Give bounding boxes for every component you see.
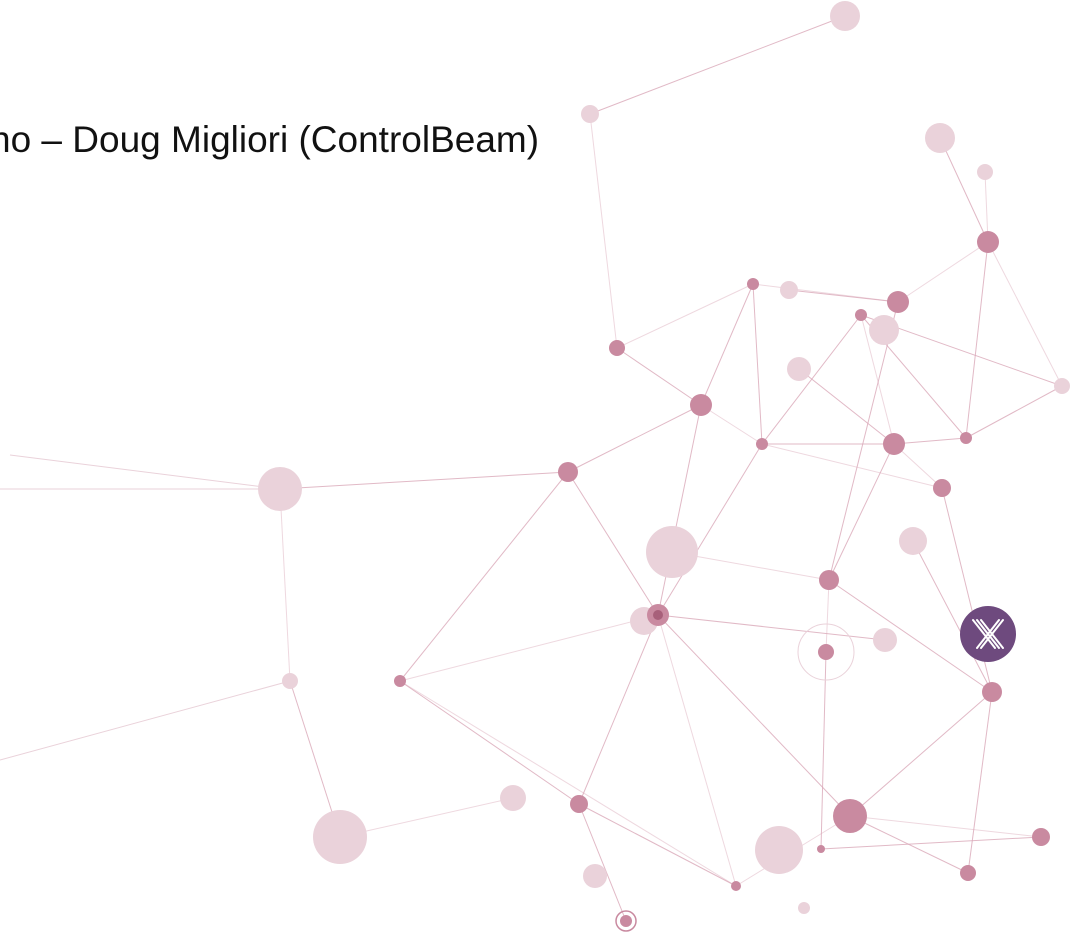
network-edge [849,691,993,817]
network-node [855,309,867,321]
network-edge [339,797,514,838]
network-edge [399,471,569,682]
network-node [731,881,741,891]
network-node [899,527,927,555]
x-logo-icon [960,606,1016,662]
network-edge [788,289,899,303]
network-edge [289,680,341,838]
network-edge [279,488,291,682]
network-edge [578,803,627,922]
network-edge [616,347,702,406]
network-edge [987,241,1063,387]
network-node [570,795,588,813]
network-edge [761,443,943,489]
network-edge [657,443,763,616]
network-edge [279,471,569,490]
network-node [977,231,999,253]
network-edge [589,15,846,115]
network-edge [965,241,989,439]
network-edge [967,691,993,874]
network-edge [798,368,895,445]
bullet-line-speaker: no – Doug Migliori (ControlBeam) [0,119,540,160]
network-node [887,291,909,313]
network-edge [567,404,702,473]
network-node [833,799,867,833]
network-edge [820,836,1042,850]
network-edge [984,171,989,243]
network-edge [828,301,899,581]
network-edge [399,680,580,805]
network-edge [567,471,659,616]
network-node [609,340,625,356]
network-edge [657,614,737,887]
network-node [583,864,607,888]
network-edge [671,551,830,581]
network-node [282,673,298,689]
network-edge [9,454,281,490]
network-edge [657,614,886,641]
network-node [1054,378,1070,394]
network-edge [657,614,851,817]
network-node [500,785,526,811]
network-node [925,123,955,153]
network-node [830,1,860,31]
network-edge [893,437,967,445]
network-node [615,910,637,932]
network-node [690,394,712,416]
network-node [581,105,599,123]
network-edge [825,579,830,653]
network-edge [657,404,702,616]
network-node [653,610,663,620]
network-node [558,462,578,482]
network-nodes [258,1,1070,932]
network-edge [752,283,763,445]
network-node [883,433,905,455]
network-node [869,315,899,345]
network-node [755,826,803,874]
network-node [982,682,1002,702]
network-node [933,479,951,497]
network-edge [965,385,1063,439]
network-node [960,432,972,444]
network-node [394,675,406,687]
network-node [798,902,810,914]
network-node [258,467,302,511]
network-edge [616,283,754,349]
network-edge [939,137,989,243]
network-node [1032,828,1050,846]
network-node [787,357,811,381]
network-edge [849,815,1042,838]
network-edge [828,443,895,581]
network-node [747,278,759,290]
network-edge [700,283,754,406]
network-edge [828,579,993,693]
network-edge [897,241,989,303]
network-node [977,164,993,180]
network-node [817,845,825,853]
network-edge [578,803,737,887]
network-node [819,570,839,590]
network-node [756,438,768,450]
network-edge [860,314,895,445]
network-node [873,628,897,652]
network-edge [820,651,827,850]
network-edge [0,680,291,761]
network-node [797,623,855,681]
network-node [960,865,976,881]
network-edge [912,540,993,693]
network-node [313,810,367,864]
network-node [780,281,798,299]
network-edge [399,614,659,682]
network-edge [578,614,659,805]
network-edge [399,680,737,887]
network-node [646,526,698,578]
network-edge [700,404,763,445]
network-edge [589,113,618,349]
network-node [818,644,834,660]
network-node [620,915,632,927]
